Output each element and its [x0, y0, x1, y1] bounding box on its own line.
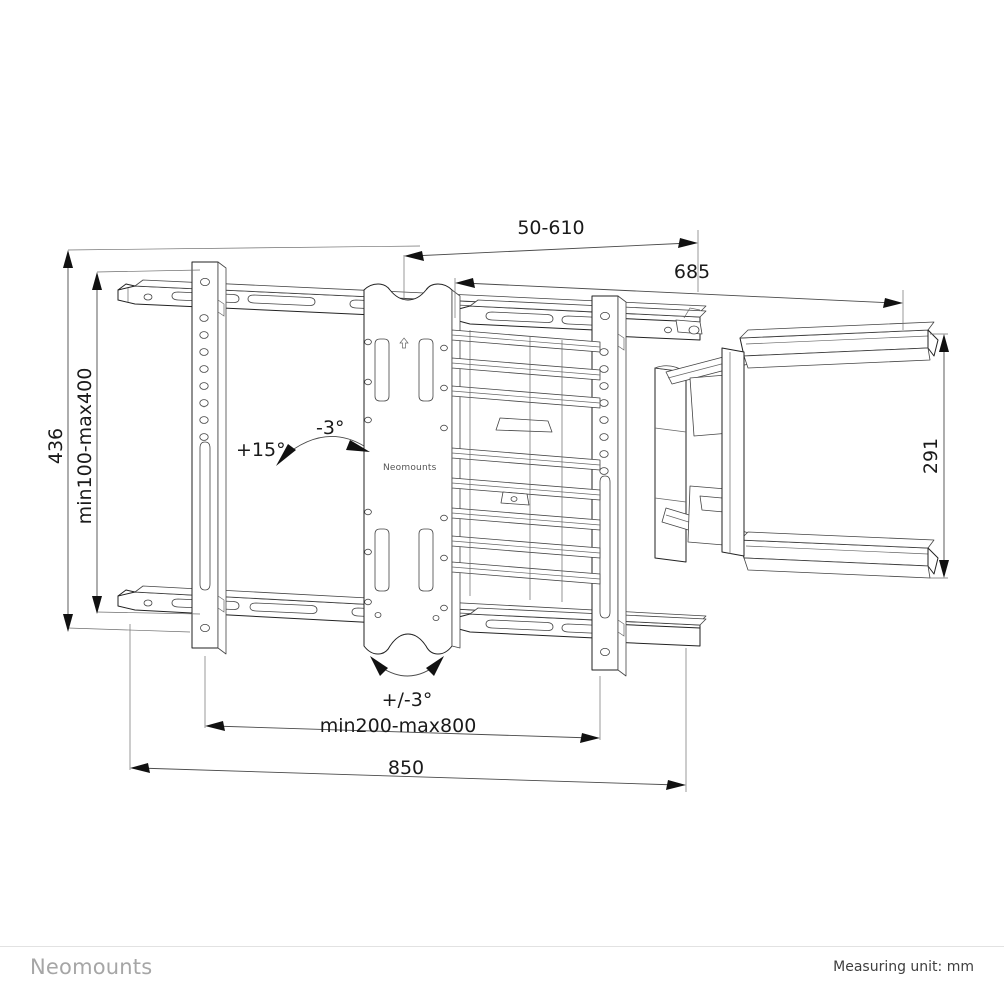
dimension-extension-max: 685 [454, 261, 904, 330]
dimension-extension-range: 50-610 [403, 217, 699, 300]
page-footer: Neomounts Measuring unit: mm [0, 946, 1004, 1004]
annotation-rotation-angle: +/-3° [370, 656, 444, 711]
dimension-width-total: 850 [129, 624, 687, 792]
rotation-label: +/-3° [382, 689, 433, 711]
dimension-685-label: 685 [674, 261, 710, 283]
dimension-min100max400-label: min100-max400 [74, 368, 96, 525]
wall-rail-top-right [454, 299, 707, 336]
arm-mechanism [451, 329, 601, 602]
dimension-291-label: 291 [920, 438, 942, 474]
screen-bracket-bottom [739, 531, 939, 579]
footer-brand-logo: Neomounts [30, 955, 153, 979]
footer-measuring-unit: Measuring unit: mm [833, 959, 974, 975]
screen-bracket-top [739, 321, 939, 369]
arm-bar-stack [451, 329, 601, 585]
screen-bracket-spine [721, 347, 745, 557]
vertical-bar-left [191, 261, 227, 655]
tilt-up-label: +15° [236, 439, 286, 461]
tilt-down-label: -3° [316, 417, 344, 439]
plate-logo-text: Neomounts [383, 463, 437, 473]
dimension-height-total: 436 [45, 245, 421, 633]
vertical-bar-right [591, 295, 627, 677]
dimension-height-bracket-range: min100-max400 [74, 269, 201, 615]
dimension-850-label: 850 [388, 757, 424, 779]
dimension-min200max800-label: min200-max800 [320, 715, 477, 737]
dimension-depth-right: 291 [920, 333, 949, 579]
centre-vesa-plate: Neomounts [363, 283, 461, 655]
dimension-50-610-label: 50-610 [517, 217, 584, 239]
dimension-width-bracket-range: min200-max800 [204, 656, 601, 743]
dimension-436-label: 436 [45, 428, 67, 464]
annotation-tilt-angles: +15° -3° [236, 417, 370, 466]
